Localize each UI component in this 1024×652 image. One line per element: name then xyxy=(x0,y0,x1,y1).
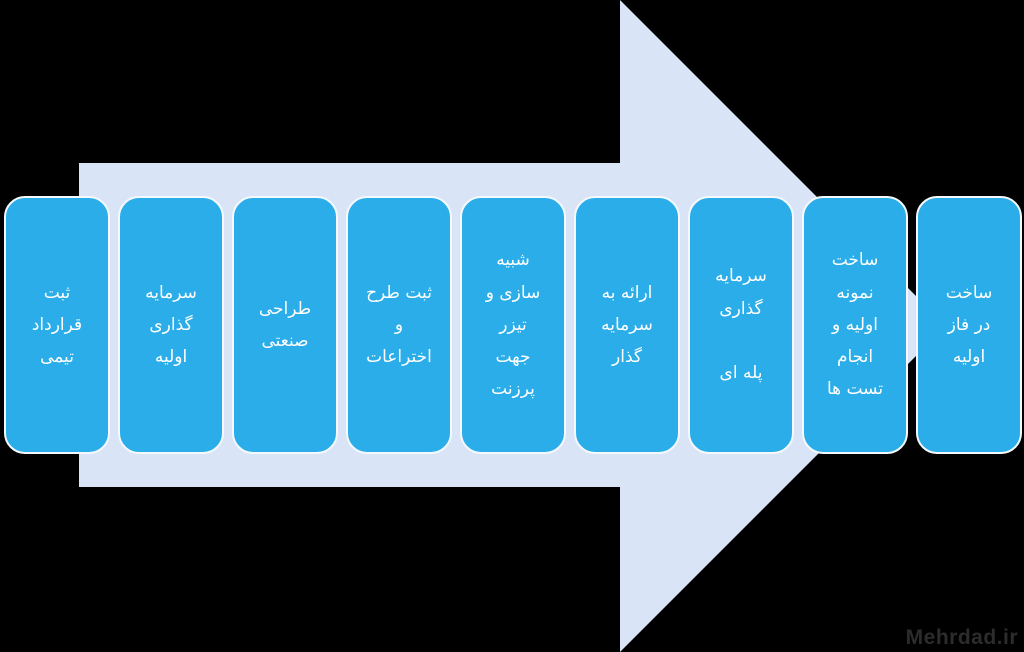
process-step-5: شبیه سازی و تیزر جهت پرزنت xyxy=(460,196,566,454)
process-step-7: سرمایه گذاری پله ای xyxy=(688,196,794,454)
process-step-4: ثبت طرح و اختراعات xyxy=(346,196,452,454)
process-step-3: طراحی صنعتی xyxy=(232,196,338,454)
process-step-8: ساخت نمونه اولیه و انجام تست ها xyxy=(802,196,908,454)
process-step-9: ساخت در فاز اولیه xyxy=(916,196,1022,454)
process-step-6: ارائه به سرمایه گذار xyxy=(574,196,680,454)
process-step-2: سرمایه گذاری اولیه xyxy=(118,196,224,454)
watermark-text: Mehrdad.ir xyxy=(905,626,1018,649)
process-step-1: ثبت قرارداد تیمی xyxy=(4,196,110,454)
